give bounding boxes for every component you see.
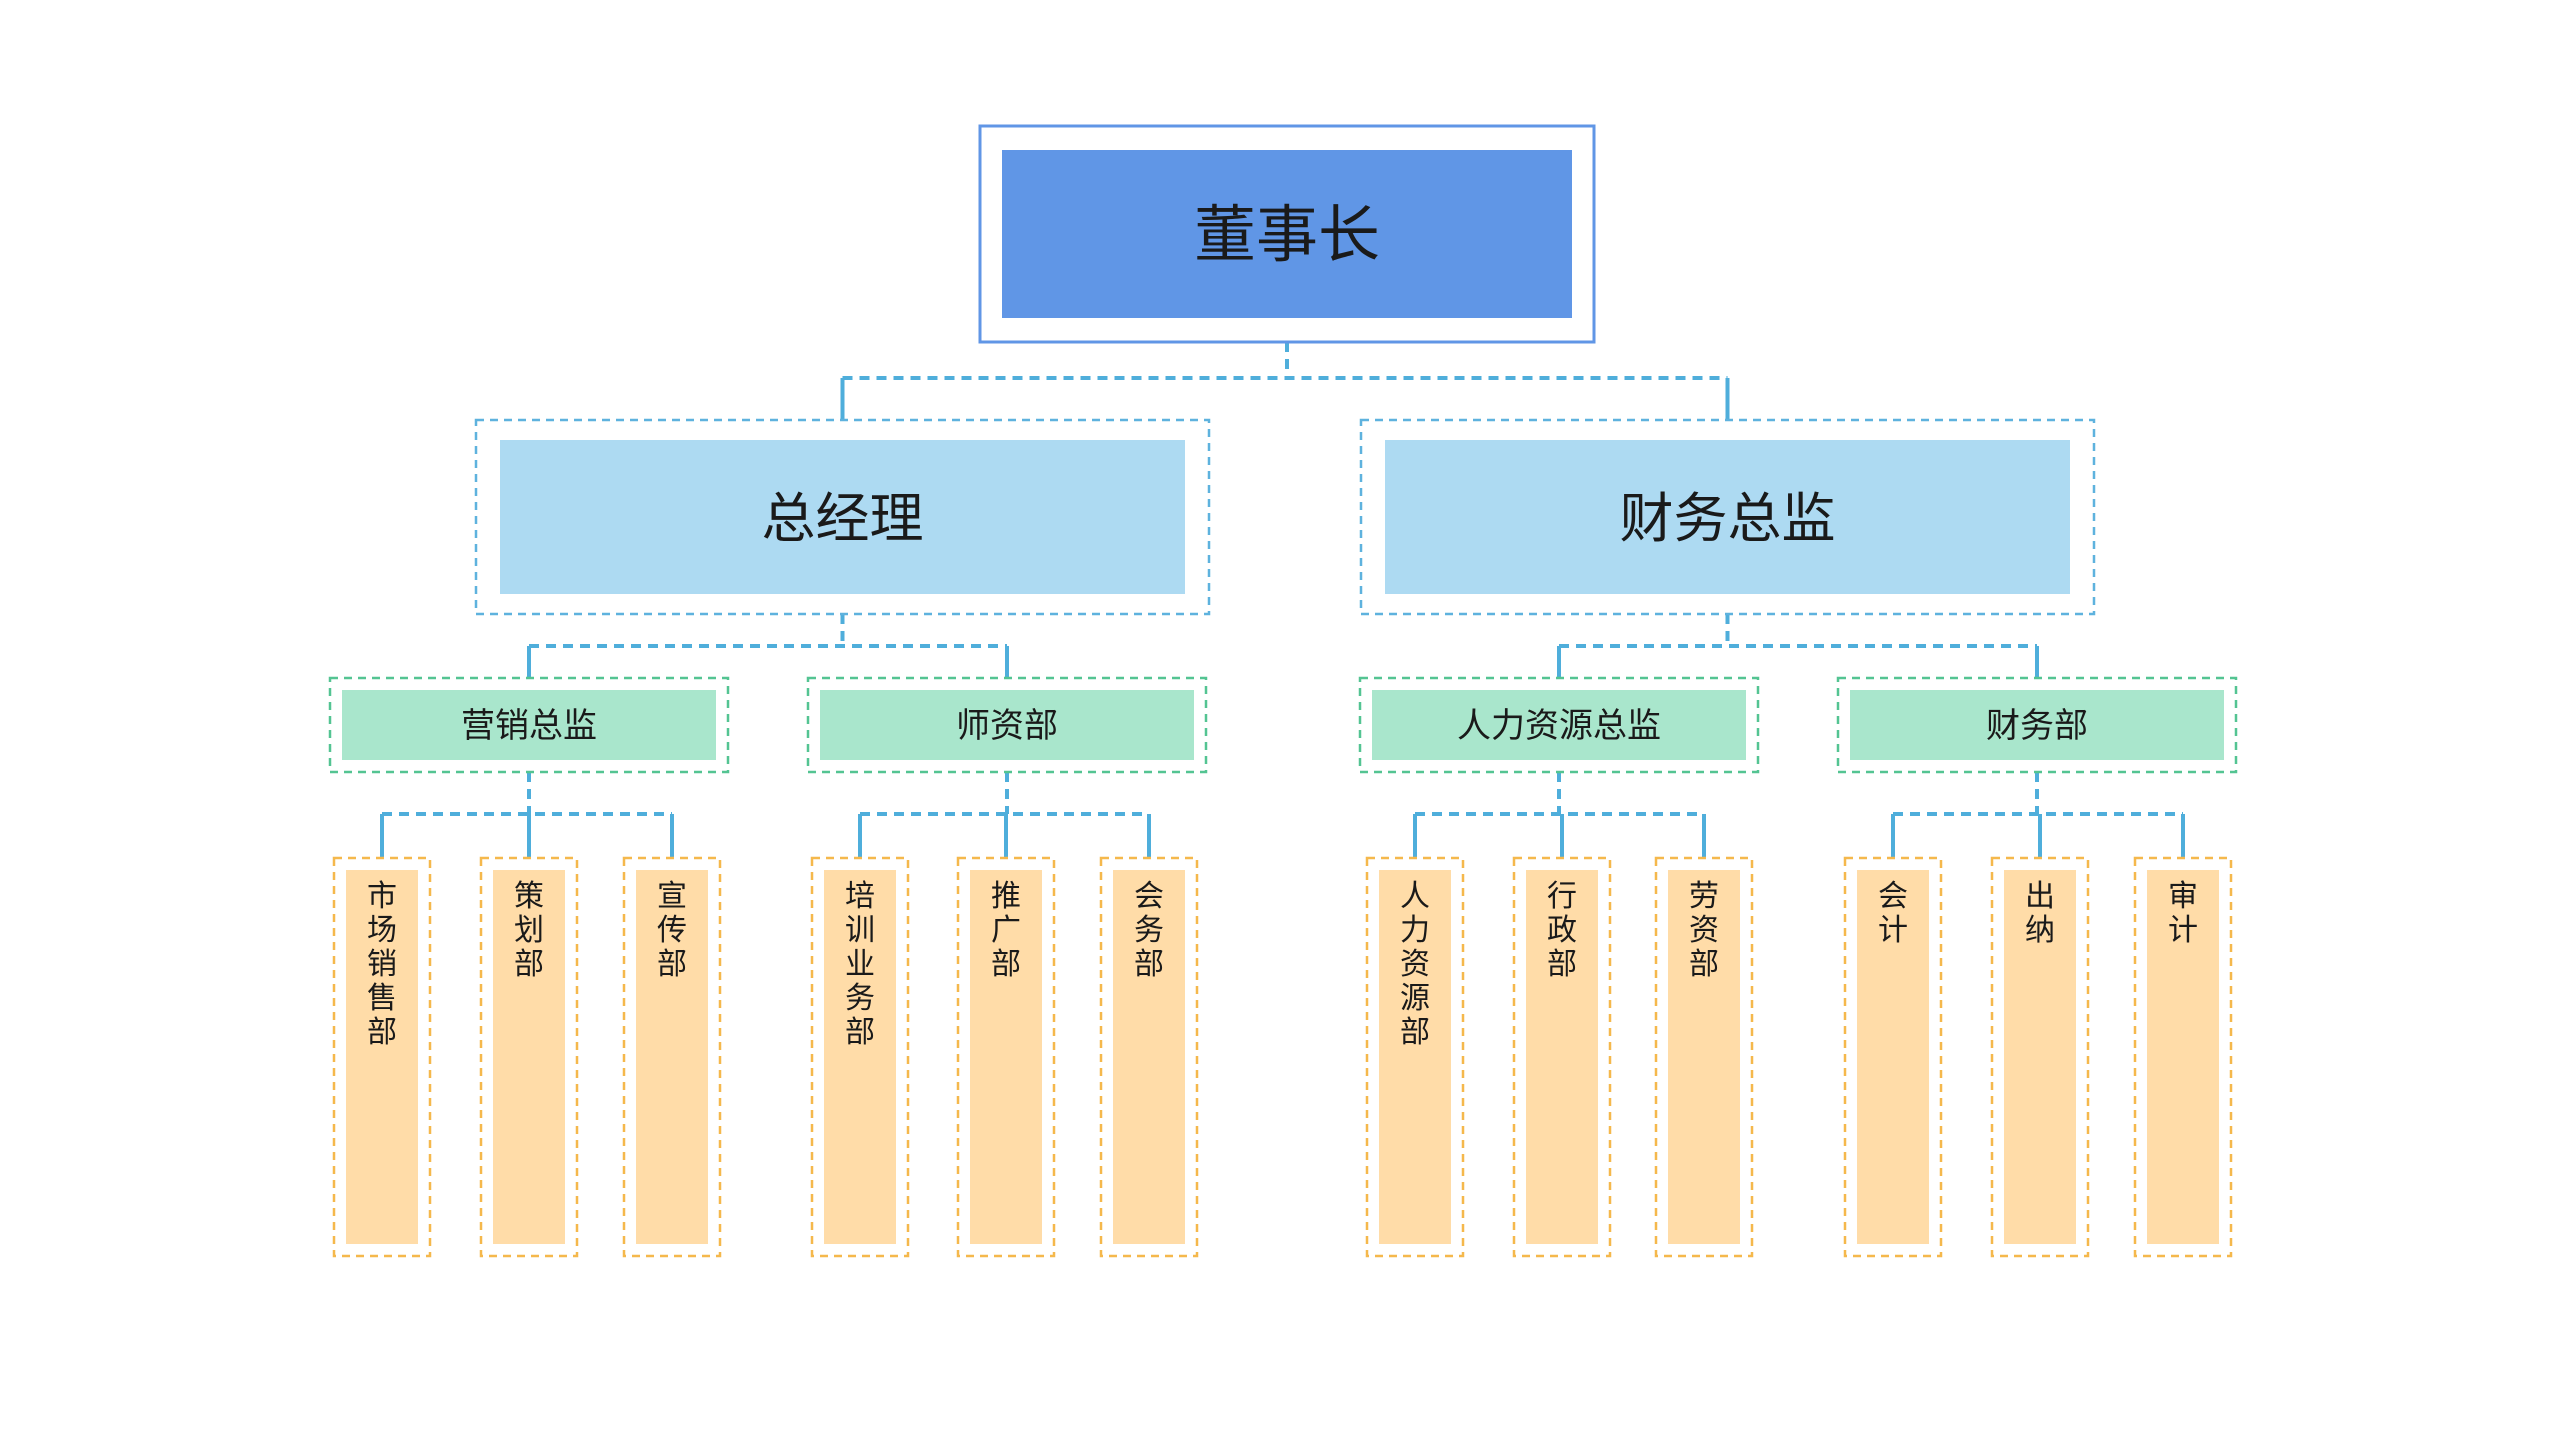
director-node-1-0[interactable]: 人力资源总监 [1358,676,1760,774]
director-label: 师资部 [956,706,1058,746]
chairman-label: 董事长 [1194,198,1380,271]
director-label: 人力资源总监 [1457,706,1661,746]
department-label: 会务部 [1134,879,1164,982]
department-label: 人力资源部 [1400,879,1430,1050]
director-label: 营销总监 [461,706,597,746]
director-node-0-1[interactable]: 师资部 [806,676,1208,774]
department-box [1379,870,1451,1244]
director-node-1-1[interactable]: 财务部 [1836,676,2238,774]
chairman-box [1002,150,1572,318]
department-label: 推广部 [991,879,1021,982]
executive-box [1385,440,2070,594]
connector-lines [380,342,2185,858]
department-box [1113,870,1185,1244]
department-label: 会计 [1878,879,1908,948]
department-label: 审计 [2168,879,2198,948]
executive-node-1[interactable]: 财务总监 [1359,418,2096,616]
director-box [1372,690,1746,760]
director-box [342,690,716,760]
department-box [1857,870,1929,1244]
department-label: 培训业务部 [845,879,875,1050]
department-box [2004,870,2076,1244]
director-node-0-0[interactable]: 营销总监 [328,676,730,774]
department-node[interactable]: 推广部 [956,856,1056,1258]
department-node[interactable]: 行政部 [1512,856,1612,1258]
chairman-node[interactable]: 董事长 [978,124,1596,344]
department-box [493,870,565,1244]
department-box [346,870,418,1244]
department-box [2147,870,2219,1244]
department-label: 策划部 [514,879,544,982]
department-node[interactable]: 出纳 [1990,856,2090,1258]
director-box [820,690,1194,760]
department-node[interactable]: 人力资源部 [1365,856,1465,1258]
department-node[interactable]: 审计 [2133,856,2233,1258]
executive-node-0[interactable]: 总经理 [474,418,1211,616]
department-label: 出纳 [2025,879,2055,948]
department-box [824,870,896,1244]
department-node[interactable]: 培训业务部 [810,856,910,1258]
executive-label: 财务总监 [1620,487,1836,550]
department-node[interactable]: 会务部 [1099,856,1199,1258]
department-label: 宣传部 [657,879,687,982]
department-node[interactable]: 策划部 [479,856,579,1258]
department-node[interactable]: 会计 [1843,856,1943,1258]
department-box [1526,870,1598,1244]
department-box [636,870,708,1244]
director-label: 财务部 [1986,706,2088,746]
department-label: 劳资部 [1689,879,1719,982]
department-box [1668,870,1740,1244]
executive-label: 总经理 [762,487,924,550]
executive-box [500,440,1185,594]
department-node[interactable]: 劳资部 [1654,856,1754,1258]
director-box [1850,690,2224,760]
department-label: 市场销售部 [367,879,397,1050]
department-box [970,870,1042,1244]
department-node[interactable]: 宣传部 [622,856,722,1258]
department-node[interactable]: 市场销售部 [332,856,432,1258]
department-label: 行政部 [1547,879,1577,982]
